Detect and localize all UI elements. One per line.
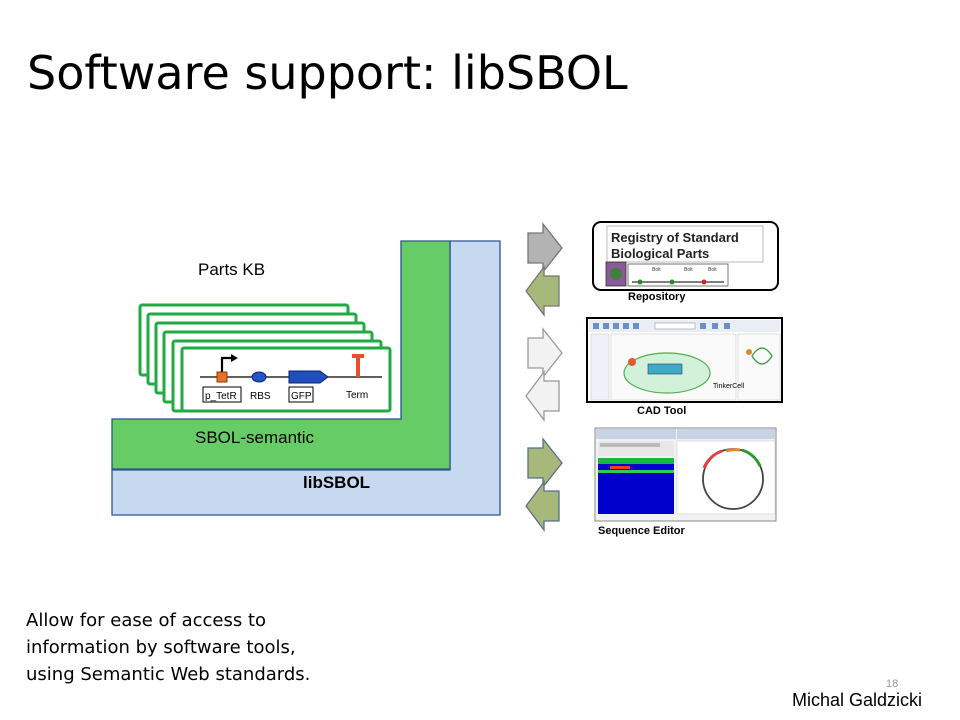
sequence-editor-screenshot [594,427,777,522]
svg-text:Bolt: Bolt [708,267,717,273]
cad-tool-caption: CAD Tool [637,405,686,417]
sbol-semantic-label: SBOL-semantic [195,428,315,447]
author-name: Michal Galdzicki [792,690,923,710]
sbol-semantic-layer [111,240,451,470]
part-label-gfp: GFP [291,391,312,402]
sequence-arrows [525,437,563,532]
arrow-left-icon [525,370,560,422]
arrow-left-icon [525,480,560,532]
promoter-glyph [220,356,233,377]
svg-text:Bolt: Bolt [652,267,661,273]
part-label-term: Term [346,390,368,401]
parts-kb-stack [138,303,392,413]
arrow-left-icon [525,265,560,317]
arrow-right-icon [527,437,563,489]
arrow-right-icon [527,222,563,274]
part-label-promoter: p_TetR [205,391,237,402]
repository-caption: Repository [628,291,686,303]
parts-kb-label: Parts KB [198,260,266,279]
libsbol-layer [111,240,501,516]
part-label-rbs: RBS [250,391,271,402]
caption-line: information by software tools, [26,637,296,658]
sbol-construct [200,354,382,384]
rbs-glyph [251,371,267,383]
tinkercell-label: TinkerCell [713,383,745,390]
terminator-glyph [352,354,364,377]
caption-text: Allow for ease of access to information … [26,607,310,688]
registry-title-line2: Biological Parts [611,246,709,261]
operator-glyph [216,371,228,383]
sequence-editor-caption: Sequence Editor [598,525,686,537]
cad-tool-screenshot [586,317,783,403]
repository-arrows [525,222,563,317]
caption-line: Allow for ease of access to [26,610,267,631]
arrow-right-icon [527,327,563,379]
page-title: Software support: libSBOL [27,46,628,100]
cds-glyph [288,370,329,384]
svg-text:Bolt: Bolt [684,267,693,273]
libsbol-label: libSBOL [303,473,371,492]
page-number: 18 [886,678,899,690]
gfp-box [288,386,314,403]
repository-box: Bolt Bolt Bolt [592,221,779,291]
cad-arrows [525,327,563,422]
registry-title-line1: Registry of Standard [611,230,739,245]
p-tetr-box [202,386,242,403]
caption-line: using Semantic Web standards. [26,664,311,685]
